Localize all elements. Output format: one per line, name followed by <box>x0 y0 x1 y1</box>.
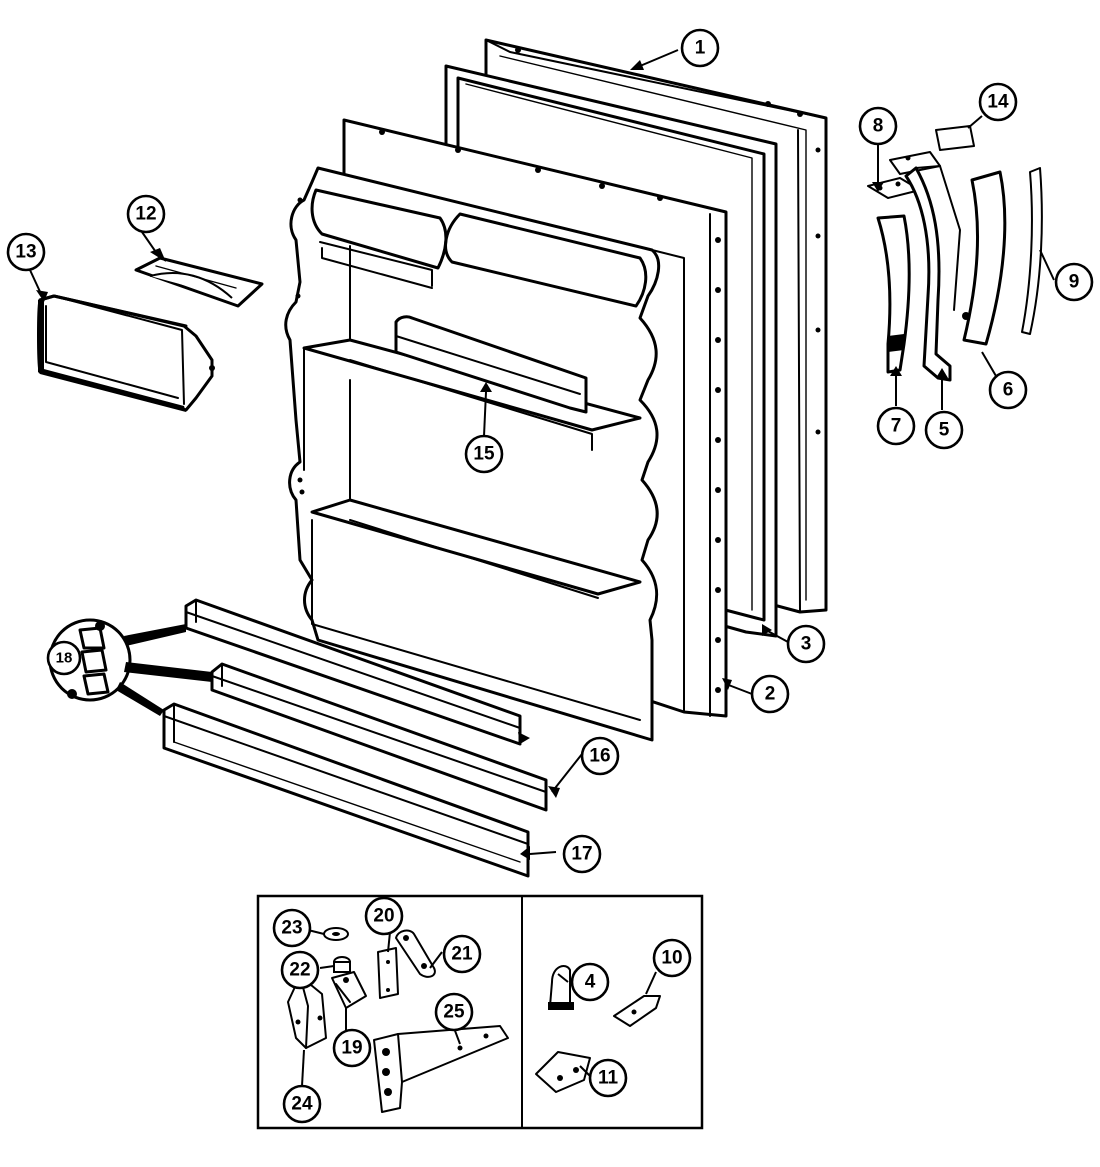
shelf-end-cap-detail <box>48 618 212 716</box>
svg-text:11: 11 <box>598 1068 619 1089</box>
callout-1: 1 <box>680 28 720 68</box>
svg-text:6: 6 <box>1003 380 1014 401</box>
leader-lines <box>29 49 1055 1087</box>
svg-text:23: 23 <box>281 918 302 939</box>
svg-text:19: 19 <box>341 1038 362 1059</box>
hardware-inset-box <box>256 894 704 1130</box>
callout-18: 18 <box>46 640 82 676</box>
callout-2: 2 <box>750 674 790 714</box>
liner-screw-holes <box>379 129 721 693</box>
callout-23: 23 <box>272 908 312 948</box>
dairy-compartment-door <box>37 294 215 412</box>
svg-text:20: 20 <box>373 906 394 927</box>
callout-9: 9 <box>1054 262 1094 302</box>
callout-12: 12 <box>126 194 166 234</box>
svg-text:18: 18 <box>56 650 73 667</box>
callout-19: 19 <box>332 1028 372 1068</box>
door-handle <box>904 166 952 382</box>
handle-trim-strip <box>1021 167 1043 335</box>
callout-11: 11 <box>588 1058 628 1098</box>
svg-text:21: 21 <box>451 944 473 965</box>
callout-17: 17 <box>562 834 602 874</box>
svg-text:7: 7 <box>891 416 902 437</box>
callout-6: 6 <box>988 370 1028 410</box>
hinge-and-handle-parts <box>867 125 1043 382</box>
svg-text:15: 15 <box>473 444 495 465</box>
callout-3: 3 <box>786 624 826 664</box>
callout-24: 24 <box>282 1084 322 1124</box>
callout-15: 15 <box>464 434 504 474</box>
svg-text:14: 14 <box>987 92 1009 113</box>
svg-text:4: 4 <box>585 972 596 993</box>
svg-text:8: 8 <box>873 116 884 137</box>
svg-text:25: 25 <box>443 1002 465 1023</box>
svg-text:10: 10 <box>661 948 682 969</box>
door-shelf-rails <box>162 598 548 878</box>
callout-10: 10 <box>652 938 692 978</box>
callout-5: 5 <box>924 410 964 450</box>
svg-text:12: 12 <box>135 204 156 225</box>
callout-16: 16 <box>580 736 620 776</box>
callout-13: 13 <box>6 232 46 272</box>
svg-text:3: 3 <box>801 634 812 655</box>
callout-25: 25 <box>434 992 474 1032</box>
handle-trim-cap <box>935 125 975 151</box>
svg-text:17: 17 <box>571 844 592 865</box>
svg-text:5: 5 <box>939 420 950 441</box>
svg-text:16: 16 <box>589 746 610 767</box>
svg-text:9: 9 <box>1069 272 1080 293</box>
shelf-retainer-bar <box>394 315 588 414</box>
callout-22: 22 <box>280 950 320 990</box>
svg-text:1: 1 <box>695 38 706 59</box>
svg-text:13: 13 <box>15 242 36 263</box>
callout-8: 8 <box>858 106 898 146</box>
callout-7: 7 <box>876 406 916 446</box>
callout-4: 4 <box>570 962 610 1002</box>
svg-text:24: 24 <box>291 1094 313 1115</box>
handle-end-cap <box>876 214 911 374</box>
svg-text:2: 2 <box>765 684 776 705</box>
callout-20: 20 <box>364 896 404 936</box>
callout-14: 14 <box>978 82 1018 122</box>
handle-cover <box>962 170 1007 346</box>
dairy-hinge-part <box>134 256 264 308</box>
svg-text:22: 22 <box>289 960 310 981</box>
callout-21: 21 <box>442 934 482 974</box>
